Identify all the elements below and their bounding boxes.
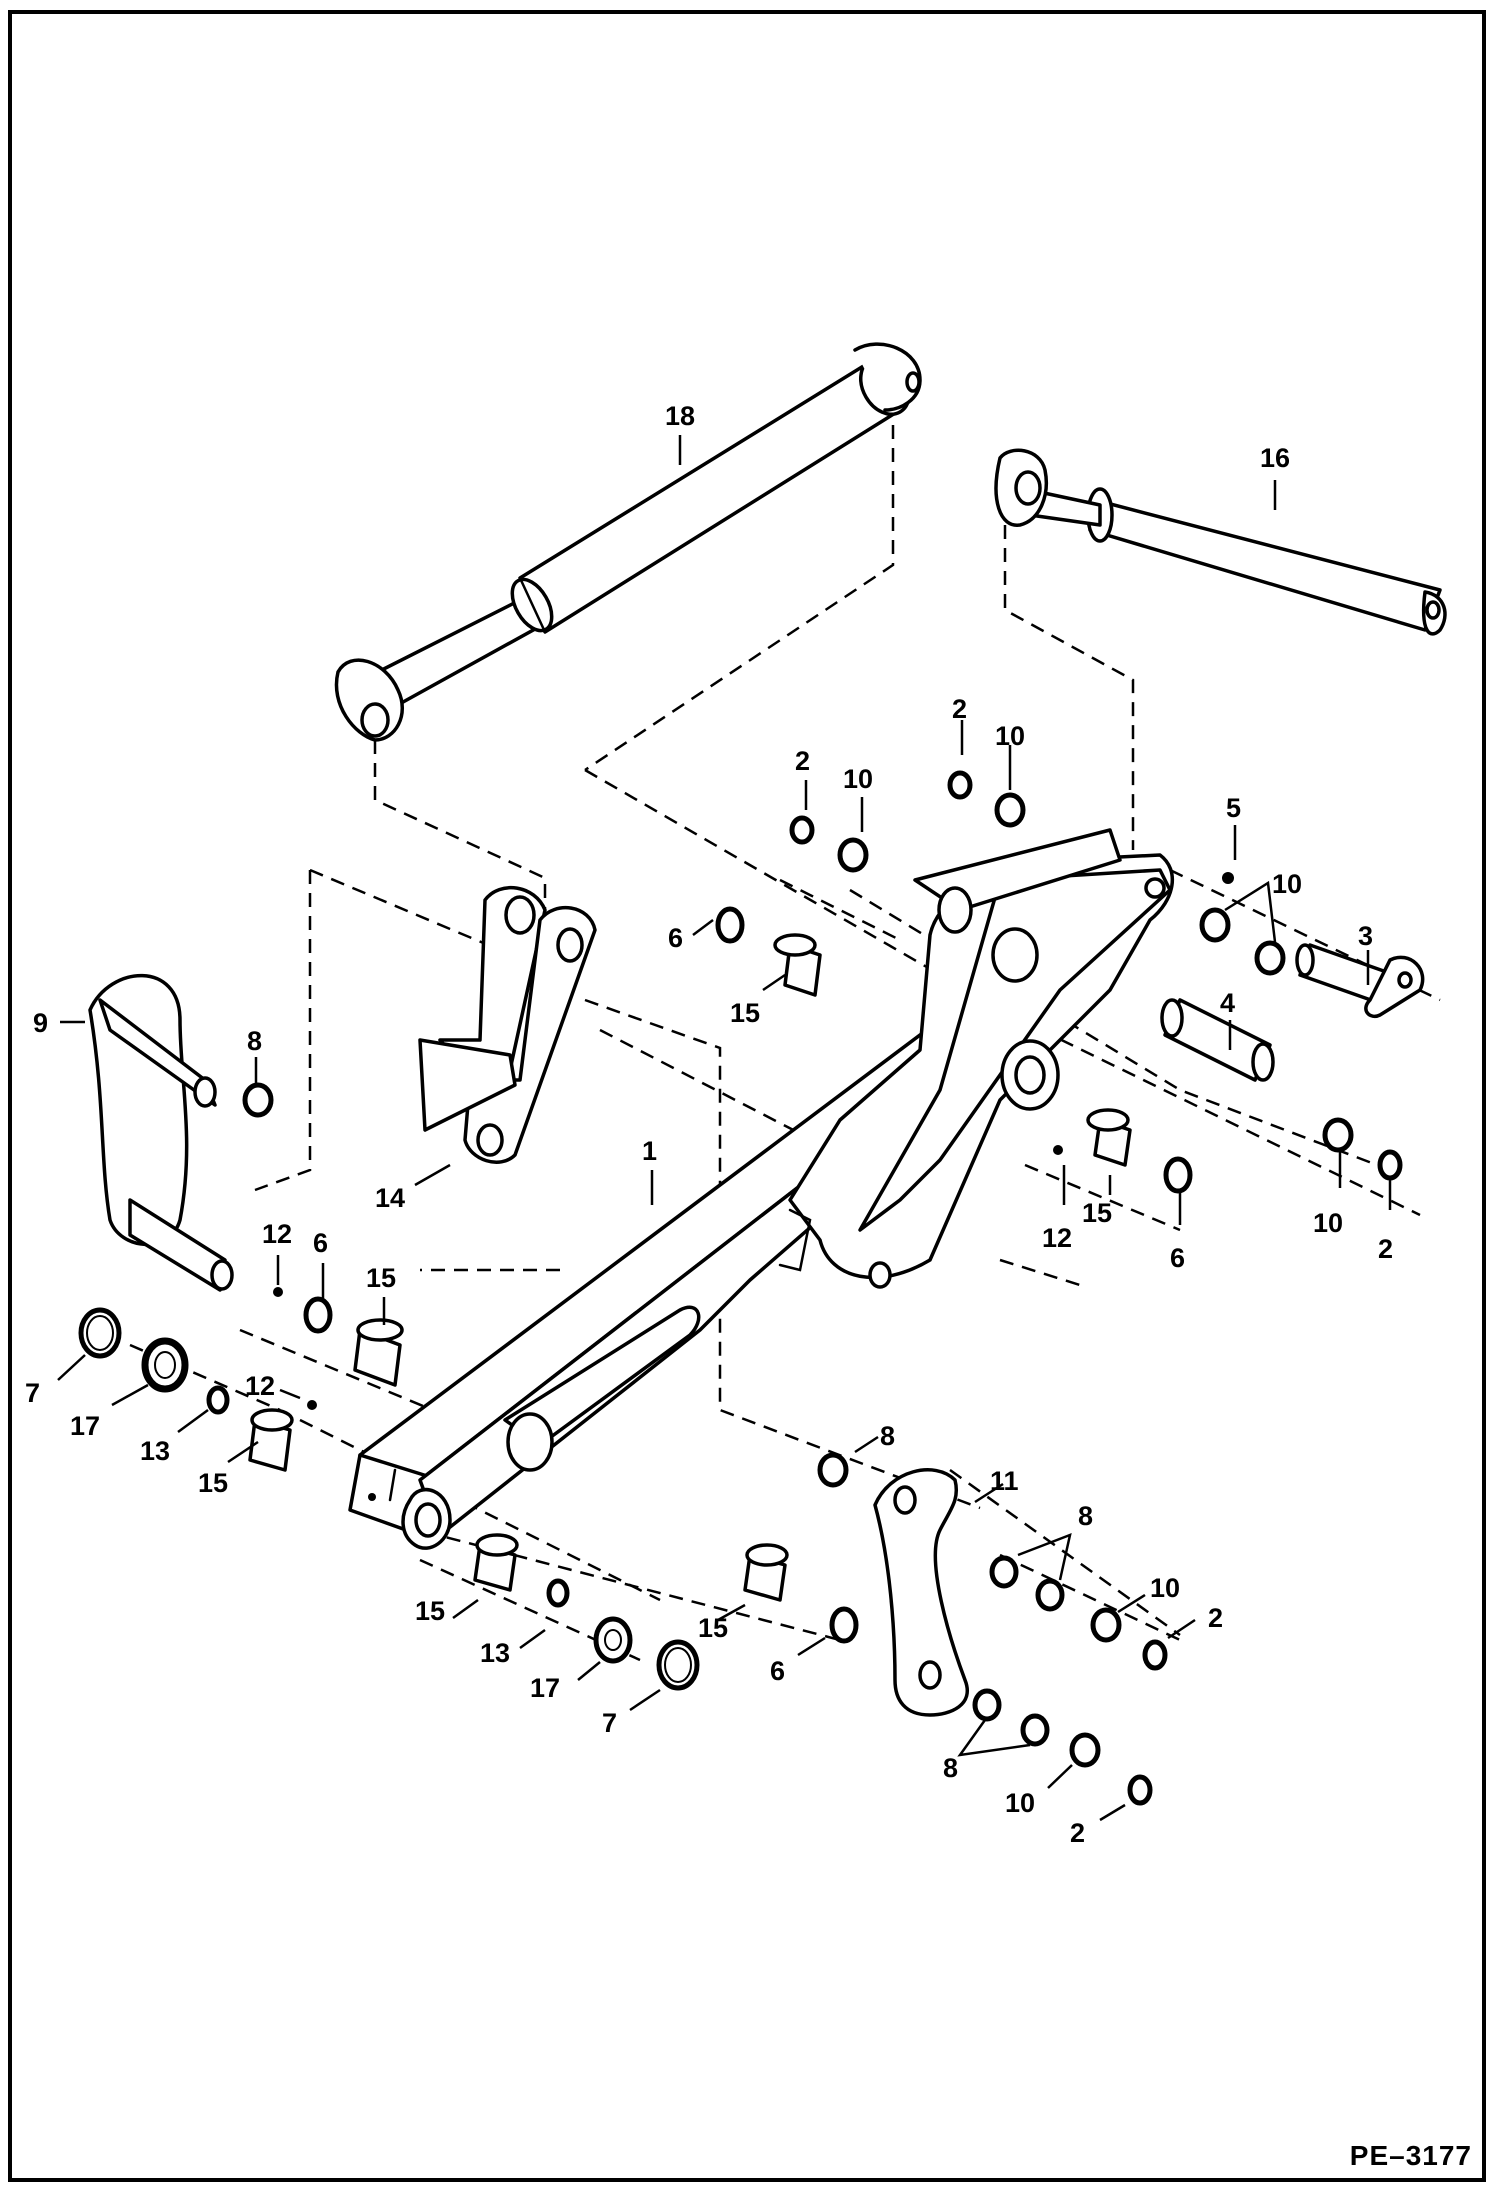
callout-2: 2 (795, 746, 810, 776)
callout-6: 6 (770, 1656, 785, 1686)
callout-1: 1 (642, 1136, 657, 1166)
callout-12: 12 (1042, 1223, 1072, 1253)
callout-labels: 18 16 2 10 2 10 5 10 3 4 6 15 9 8 1 14 1… (25, 401, 1393, 1848)
callout-10: 10 (995, 721, 1025, 751)
assembly-dash-lines (129, 425, 1441, 1662)
callout-8: 8 (880, 1421, 895, 1451)
link-part-11 (873, 1468, 969, 1717)
callout-8: 8 (1078, 1501, 1093, 1531)
washers-and-rings (78, 770, 1403, 1806)
cylinder-part-18 (334, 342, 922, 742)
drawing-number: PE–3177 (1349, 2140, 1472, 2171)
bushing-parts-15 (248, 933, 1132, 1602)
callout-2: 2 (1070, 1818, 1085, 1848)
callout-8: 8 (247, 1026, 262, 1056)
pin-part-3 (1295, 943, 1425, 1018)
callout-6: 6 (668, 923, 683, 953)
callout-4: 4 (1220, 988, 1235, 1018)
callout-12: 12 (262, 1219, 292, 1249)
callout-17: 17 (70, 1411, 100, 1441)
callout-15: 15 (698, 1613, 728, 1643)
callout-9: 9 (33, 1008, 48, 1038)
link-part-9 (88, 973, 234, 1292)
callout-7: 7 (25, 1378, 40, 1408)
callout-6: 6 (1170, 1243, 1185, 1273)
callout-11: 11 (990, 1466, 1019, 1496)
callout-17: 17 (530, 1673, 560, 1703)
callout-14: 14 (375, 1183, 405, 1213)
callout-leaders (57, 435, 1392, 1822)
callout-13: 13 (480, 1638, 510, 1668)
boom-part-1 (348, 828, 1175, 1550)
callout-15: 15 (198, 1468, 228, 1498)
callout-10: 10 (1313, 1208, 1343, 1238)
pin-part-4 (1160, 998, 1275, 1082)
callout-10: 10 (1272, 869, 1302, 899)
callout-18: 18 (665, 401, 695, 431)
callout-12: 12 (245, 1371, 275, 1401)
callout-6: 6 (313, 1228, 328, 1258)
callout-7: 7 (602, 1708, 617, 1738)
callout-3: 3 (1358, 921, 1373, 951)
bracket-part-14 (418, 885, 597, 1164)
callout-10: 10 (843, 764, 873, 794)
callout-15: 15 (730, 998, 760, 1028)
callout-10: 10 (1005, 1788, 1035, 1818)
callout-2: 2 (1378, 1234, 1393, 1264)
callout-5: 5 (1226, 793, 1241, 823)
callout-15: 15 (1082, 1198, 1112, 1228)
callout-13: 13 (140, 1436, 170, 1466)
cylinder-part-16 (994, 448, 1447, 636)
callout-8: 8 (943, 1753, 958, 1783)
callout-16: 16 (1260, 443, 1290, 473)
callout-2: 2 (1208, 1603, 1223, 1633)
callout-10: 10 (1150, 1573, 1180, 1603)
callout-15: 15 (415, 1596, 445, 1626)
callout-2: 2 (952, 694, 967, 724)
callout-15: 15 (366, 1263, 396, 1293)
